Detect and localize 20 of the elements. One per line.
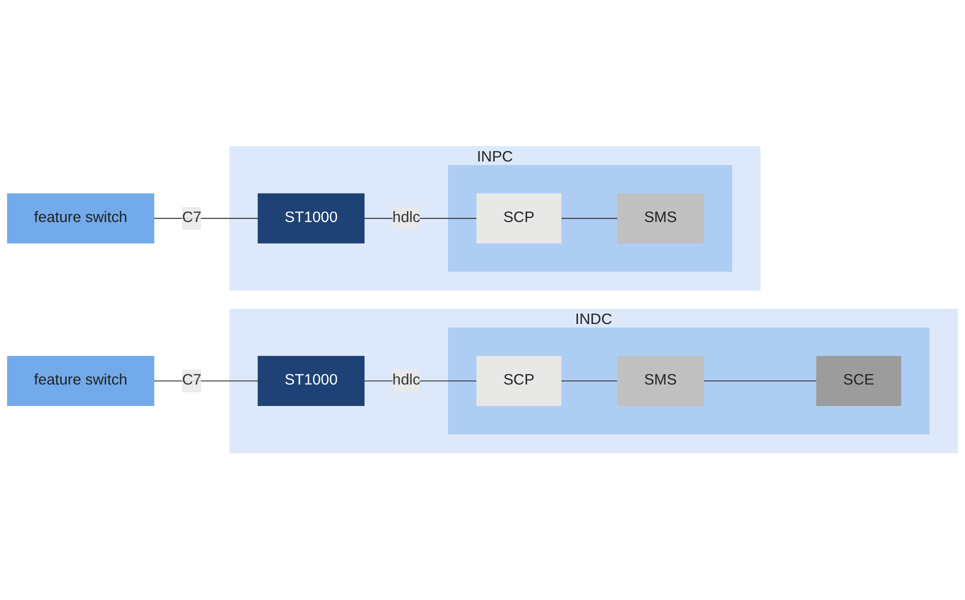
node-box: SCP xyxy=(476,194,562,244)
connector xyxy=(560,380,618,382)
node-box: ST1000 xyxy=(258,194,365,244)
connector xyxy=(702,380,818,382)
node-box: ST1000 xyxy=(258,356,365,406)
connector xyxy=(153,218,259,220)
cluster xyxy=(448,328,930,435)
node-box: SMS xyxy=(617,194,704,244)
edge-label: C7 xyxy=(182,372,202,389)
edge-label: C7 xyxy=(182,210,202,226)
edge-label: hdlc xyxy=(392,210,420,226)
node-box: SCE xyxy=(816,356,902,406)
edge-label: hdlc xyxy=(392,372,420,389)
node-box: feature switch xyxy=(7,356,154,406)
node-box: feature switch xyxy=(7,194,154,244)
connector xyxy=(153,380,259,382)
connector xyxy=(560,218,618,220)
node-box: SCP xyxy=(476,356,562,406)
node-box: SMS xyxy=(617,356,704,406)
cluster xyxy=(448,165,732,272)
